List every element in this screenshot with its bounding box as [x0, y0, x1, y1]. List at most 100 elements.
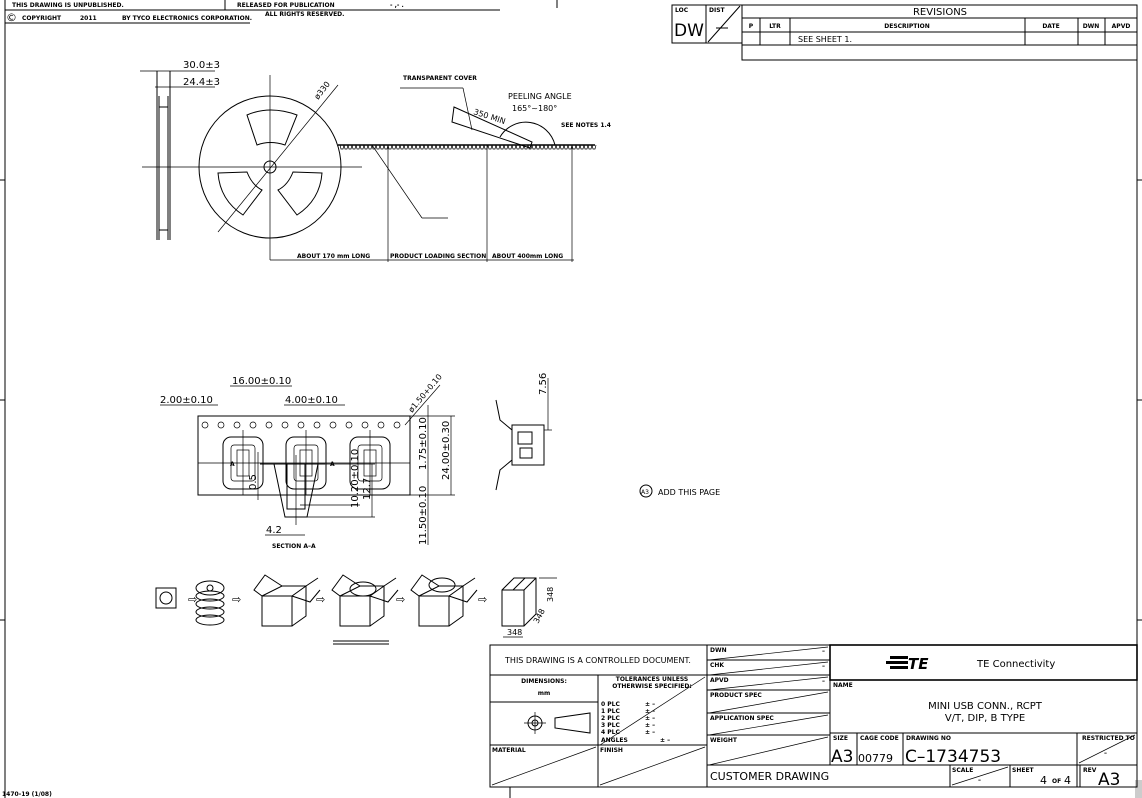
- tol-1-plc: 1 PLC: [601, 708, 620, 715]
- sprocket-hole: [281, 421, 289, 429]
- section-mark-right: A: [330, 461, 335, 468]
- revision-note: A3 ADD THIS PAGE: [639, 484, 720, 498]
- arrow-icon: ⇨: [396, 593, 405, 606]
- dwn-label: DWN: [710, 647, 727, 654]
- loading-section: PRODUCT LOADING SECTION: [390, 253, 486, 260]
- product-spec-label: PRODUCT SPEC: [710, 692, 762, 699]
- box-width-dim: 348: [507, 628, 522, 637]
- dist-label: DIST: [709, 7, 726, 14]
- dimensions-units: mm: [538, 690, 551, 697]
- form-number: 1470-19 (1/08): [2, 791, 52, 798]
- tape-edge-dim: 2.00±0.10: [160, 395, 213, 406]
- customer-drawing-label: CUSTOMER DRAWING: [710, 770, 829, 783]
- dwn-value: –: [822, 648, 825, 655]
- tol-3-plc: 3 PLC: [601, 722, 620, 729]
- box-with-reel-icon: [410, 574, 478, 627]
- closed-box-icon: [501, 577, 537, 627]
- sprocket-hole: [249, 421, 257, 429]
- revision-flag-icon: [639, 484, 653, 498]
- hole-diameter-dim: ø1.50+0.10: [407, 372, 444, 414]
- projection-symbol-icon: [524, 712, 591, 734]
- tolerances-otherwise: OTHERWISE SPECIFIED:: [612, 683, 692, 690]
- note-text: ADD THIS PAGE: [658, 488, 720, 497]
- reel-stack-icon: [195, 580, 225, 626]
- section-label: SECTION A–A: [272, 543, 316, 550]
- arrow-icon: ⇨: [232, 593, 241, 606]
- te-logo: TE: [886, 655, 929, 673]
- revisions-table: REVISIONS P LTR DESCRIPTION DATE DWN APV…: [741, 4, 1138, 61]
- sprocket-hole: [313, 421, 321, 429]
- packaging-sequence: ⇨ ⇨ ⇨ ⇨ ⇨ 348 348 348: [155, 574, 557, 645]
- sprocket-hole: [329, 421, 337, 429]
- application-spec-label: APPLICATION SPEC: [710, 715, 774, 722]
- sprocket-hole: [297, 421, 305, 429]
- angles-value: ± –: [660, 737, 670, 744]
- tol-4-plc: 4 PLC: [601, 729, 620, 736]
- part-name-line1: MINI USB CONN., RCPT: [928, 701, 1043, 712]
- released-label: RELEASED FOR PUBLICATION: [237, 2, 335, 9]
- sprocket-hole: [361, 421, 369, 429]
- tape-detail: 2.00±0.10 16.00±0.10 4.00±0.10 ø1.50+0.1…: [160, 372, 455, 545]
- cage-code-label: CAGE CODE: [860, 735, 899, 742]
- hole-offset-dim: 1.75±0.10: [418, 417, 429, 470]
- loc-value: DW: [674, 21, 704, 41]
- tape-pocket: [222, 430, 264, 495]
- revision-description: SEE SHEET 1.: [798, 35, 852, 44]
- see-notes: SEE NOTES 1.4: [561, 122, 611, 129]
- copyright-label: COPYRIGHT: [22, 15, 62, 22]
- section-width-dim: 4.2: [266, 525, 282, 536]
- size-value: A3: [831, 747, 853, 767]
- loc-dist-box: LOC DW DIST: [671, 4, 743, 44]
- hole-pitch-dim: 4.00±0.10: [285, 395, 338, 406]
- rights-reserved: ALL RIGHTS RESERVED.: [265, 11, 344, 18]
- section-a-a: 0.5 10.20±0.10 12.7 4.2 SECTION A–A: [248, 449, 375, 550]
- finish-label: FINISH: [600, 747, 623, 754]
- col-ltr: LTR: [769, 23, 781, 30]
- section-mark-left: A: [230, 461, 235, 468]
- cage-code-value: 00779: [858, 752, 893, 765]
- tape-pockets: [339, 144, 597, 150]
- box-height-dim: 348: [546, 587, 555, 602]
- col-p: P: [749, 23, 754, 30]
- angles-label: ANGLES: [601, 737, 628, 744]
- col-apvd: APVD: [1112, 23, 1131, 30]
- peeling-angle-value: 165°~180°: [512, 104, 557, 113]
- trailer-length: ABOUT 400mm LONG: [492, 253, 563, 260]
- col-dwn: DWN: [1083, 23, 1100, 30]
- connector-height-dim: 7.56: [538, 373, 549, 395]
- sprocket-hole: [377, 421, 385, 429]
- sprocket-hole: [345, 421, 353, 429]
- sprocket-hole: [233, 421, 241, 429]
- tol-3-value: ± –: [645, 722, 655, 729]
- section-height-dim: 12.7: [362, 478, 373, 500]
- reel-view: 30.0±3 24.4±3 ø330 ABOUT 170 mm LONG PRO…: [140, 60, 611, 262]
- copyright-year: 2011: [80, 15, 97, 22]
- apvd-label: APVD: [710, 677, 729, 684]
- name-label: NAME: [833, 682, 853, 689]
- sheet-number: 4: [1040, 774, 1047, 787]
- drawing-number: C–1734753: [905, 747, 1001, 767]
- transparent-cover-label: TRANSPARENT COVER: [403, 75, 477, 82]
- tape-pocket: [349, 430, 391, 495]
- restricted-label: RESTRICTED TO: [1082, 735, 1135, 742]
- restricted-value: –: [1104, 750, 1107, 757]
- revisions-title: REVISIONS: [913, 7, 967, 18]
- sprocket-hole: [393, 421, 401, 429]
- chk-value: –: [822, 663, 825, 670]
- col-date: DATE: [1042, 23, 1059, 30]
- tolerances-label: TOLERANCES UNLESS: [616, 676, 689, 683]
- title-block: THIS DRAWING IS A CONTROLLED DOCUMENT. D…: [489, 644, 1138, 790]
- dimensions-label: DIMENSIONS:: [521, 678, 567, 685]
- box-depth-dim: 348: [532, 607, 547, 625]
- scale-label: SCALE: [952, 767, 973, 774]
- section-depth-dim: 10.20±0.10: [350, 449, 361, 508]
- drawing-no-label: DRAWING NO: [906, 735, 951, 742]
- svg-text:TE: TE: [908, 655, 929, 673]
- note-symbol: A3: [641, 489, 649, 496]
- reel-diameter: ø330: [312, 80, 332, 101]
- tol-0-plc: 0 PLC: [601, 701, 620, 708]
- peeling-angle-label: PEELING ANGLE: [508, 92, 572, 101]
- part-name-line2: V/T, DIP, B TYPE: [945, 713, 1025, 724]
